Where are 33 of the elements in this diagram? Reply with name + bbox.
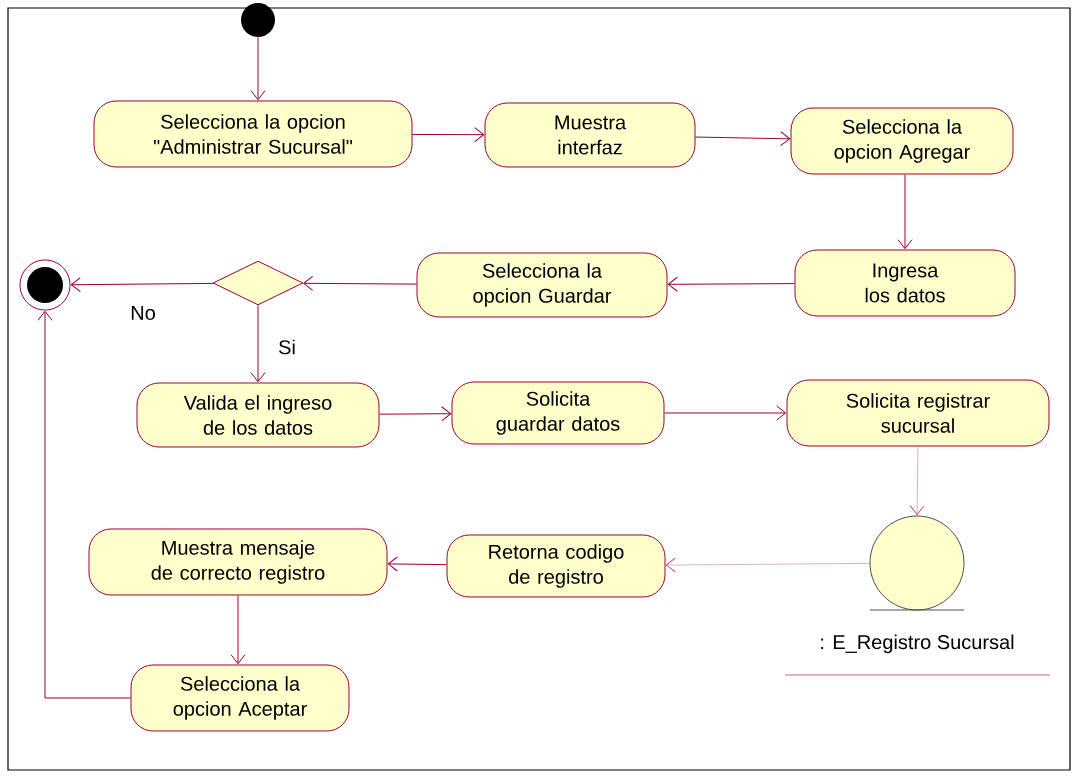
entity-symbol (869, 515, 965, 611)
start-node (241, 3, 275, 37)
arrow (303, 275, 417, 291)
arrow (379, 406, 452, 422)
action-box: Muestra mensaje de correcto registro (88, 528, 388, 596)
arrow (897, 174, 913, 250)
arrow (387, 556, 447, 572)
action-box: Muestra interfaz (484, 102, 696, 168)
arrow (250, 305, 266, 383)
edge-label: Si (279, 339, 295, 355)
decision-diamond (212, 260, 304, 306)
arrow (909, 446, 925, 516)
arrow (412, 127, 485, 143)
arrow (37, 310, 131, 699)
arrow (230, 595, 246, 665)
action-box: Ingresa los datos (794, 249, 1016, 317)
action-box: Selecciona la opcion Aceptar (130, 664, 350, 732)
action-box: Valida el ingreso de los datos (136, 382, 380, 448)
action-box: Selecciona la opcion Agregar (790, 107, 1014, 175)
arrow (250, 37, 266, 101)
entity-label: : E_Registro Sucursal (821, 634, 1014, 654)
action-box: Solicita guardar datos (451, 381, 665, 445)
action-box: Retorna codigo de registro (446, 534, 666, 598)
arrow (667, 276, 795, 292)
arrow (695, 131, 791, 147)
action-box: Selecciona la opcion Guardar (416, 252, 668, 318)
action-box: Selecciona la opcion "Administrar Sucursal" (93, 100, 413, 168)
arrow (70, 277, 214, 293)
arrow (665, 557, 870, 573)
end-node (19, 259, 71, 311)
action-box: Solicita registrar sucursal (786, 379, 1050, 447)
edge-label: No (131, 306, 155, 320)
arrow (664, 405, 787, 421)
